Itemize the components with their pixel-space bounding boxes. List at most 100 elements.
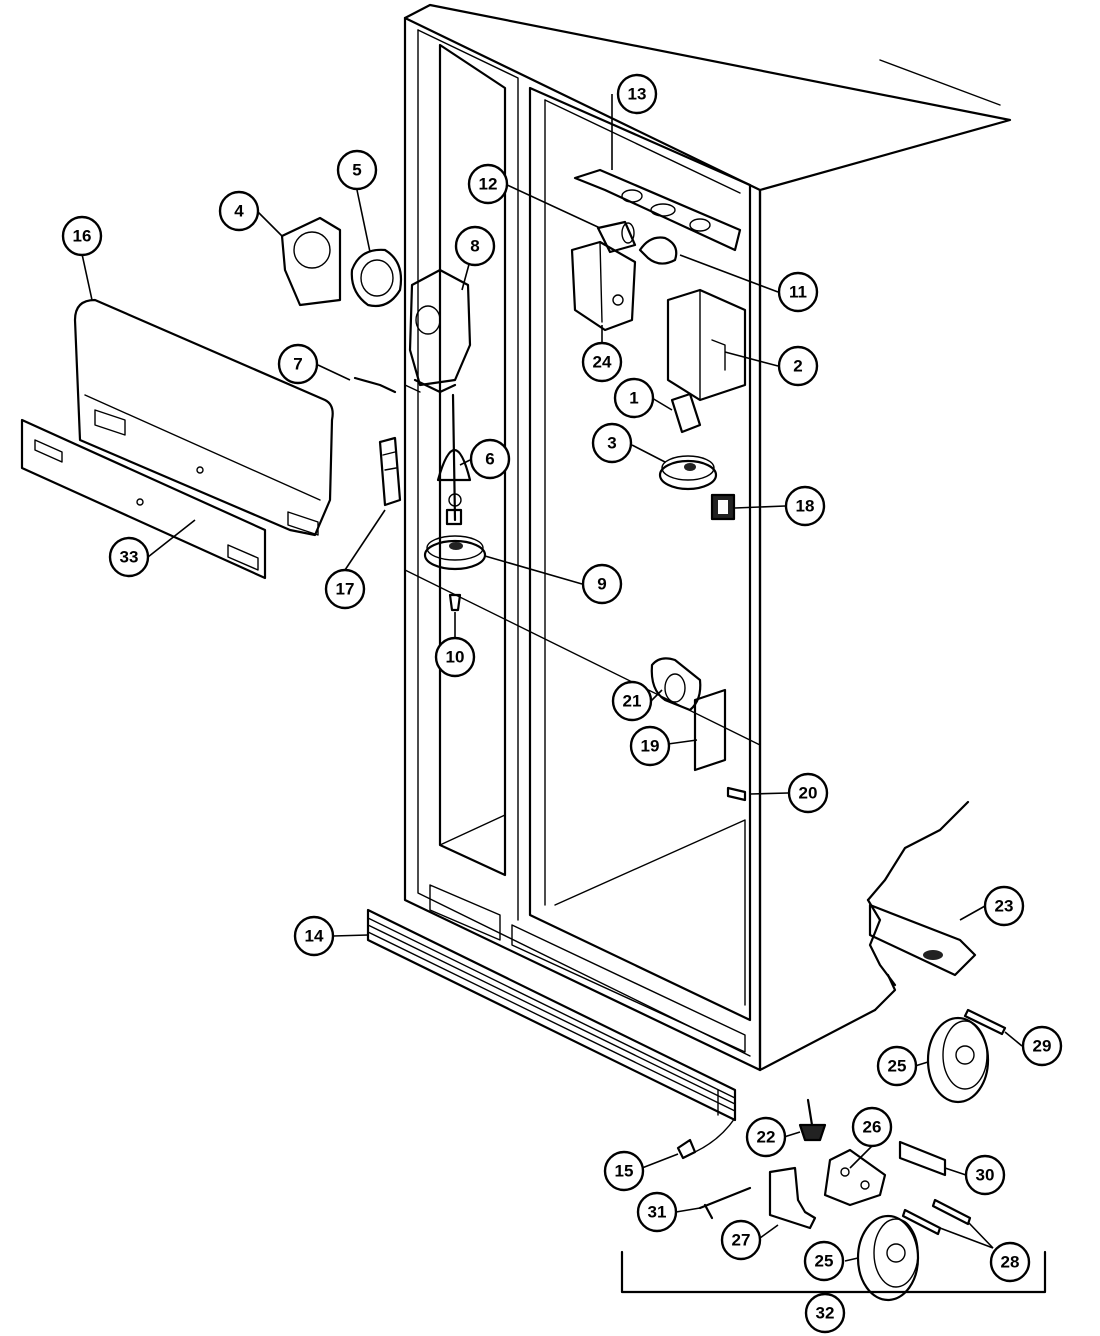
- callout-25-lower: 25: [803, 1240, 845, 1282]
- svg-text:23: 23: [995, 897, 1014, 916]
- svg-text:2: 2: [793, 357, 802, 376]
- svg-text:25: 25: [888, 1057, 907, 1076]
- front-bracket-part: [768, 1166, 817, 1230]
- svg-text:11: 11: [789, 283, 807, 302]
- insert-plate-part: [20, 418, 267, 580]
- callout-2: 2: [777, 345, 819, 387]
- callout-21: 21: [611, 680, 653, 722]
- svg-text:25: 25: [815, 1252, 834, 1271]
- svg-text:19: 19: [641, 737, 660, 756]
- callout-9: 9: [581, 563, 623, 605]
- callout-5: 5: [336, 149, 378, 191]
- callout-27: 27: [720, 1219, 762, 1261]
- svg-text:28: 28: [1001, 1253, 1020, 1272]
- svg-text:24: 24: [593, 353, 612, 372]
- callout-10: 10: [434, 636, 476, 678]
- callout-12: 12: [467, 163, 509, 205]
- svg-text:9: 9: [597, 575, 606, 594]
- rear-bracket-part: [866, 800, 977, 987]
- svg-text:29: 29: [1033, 1037, 1052, 1056]
- water-valve-part: [650, 657, 702, 712]
- thermostat-part: [670, 392, 702, 434]
- auger-shaft-part: [436, 393, 472, 526]
- callout-24: 24: [581, 341, 623, 383]
- svg-text:26: 26: [863, 1118, 882, 1137]
- leveling-leg-part: [798, 1098, 827, 1142]
- switch-part: [710, 493, 736, 521]
- axle-pins-28-part: [901, 1198, 972, 1236]
- callout-7: 7: [277, 343, 319, 385]
- callout-30: 30: [964, 1154, 1006, 1196]
- valve-bracket-part: [693, 688, 727, 772]
- motor-housing-part: [408, 268, 472, 394]
- leader-lines: [81, 94, 1023, 1262]
- shim-part: [898, 1140, 947, 1177]
- svg-text:5: 5: [352, 161, 361, 180]
- svg-text:33: 33: [120, 548, 139, 567]
- damper-housing-part: [280, 216, 342, 307]
- svg-text:21: 21: [623, 692, 642, 711]
- roller-lower-part: [856, 1214, 920, 1302]
- svg-text:17: 17: [336, 580, 355, 599]
- svg-text:8: 8: [470, 237, 479, 256]
- svg-text:14: 14: [305, 927, 324, 946]
- lamp-socket-part: [596, 220, 637, 254]
- svg-text:27: 27: [732, 1231, 751, 1250]
- svg-text:4: 4: [234, 202, 244, 221]
- callout-29: 29: [1021, 1025, 1063, 1067]
- control-cover-part: [666, 288, 747, 402]
- callout-1: 1: [613, 377, 655, 419]
- svg-text:22: 22: [757, 1128, 776, 1147]
- control-knob-part: [658, 455, 718, 491]
- svg-text:20: 20: [799, 784, 818, 803]
- svg-text:1: 1: [629, 389, 638, 408]
- callout-6: 6: [469, 438, 511, 480]
- svg-text:15: 15: [615, 1162, 634, 1181]
- callout-19: 19: [629, 725, 671, 767]
- grille-clip-part: [676, 1117, 736, 1160]
- roller-upper-part: [926, 1016, 990, 1104]
- axle-pin-29-part: [963, 1008, 1007, 1036]
- svg-text:7: 7: [293, 355, 302, 374]
- svg-text:31: 31: [648, 1203, 667, 1222]
- control-bracket-part: [573, 168, 742, 252]
- bolt-part: [698, 1186, 752, 1220]
- front-panel-part: [73, 298, 334, 537]
- screw-part: [448, 593, 462, 612]
- callout-14: 14: [293, 915, 335, 957]
- callout-17: 17: [324, 568, 366, 610]
- callout-23: 23: [983, 885, 1025, 927]
- callout-32: 32: [804, 1292, 846, 1334]
- hinge-bracket-part: [378, 436, 402, 507]
- svg-text:32: 32: [816, 1304, 835, 1323]
- callouts: 1 2 3 4 5 6 7 8 9 10 11 12 13 14 15 16 1…: [61, 73, 1063, 1334]
- cabinet: [403, 3, 1012, 1072]
- svg-text:12: 12: [479, 175, 498, 194]
- svg-text:16: 16: [73, 227, 92, 246]
- callout-8: 8: [454, 225, 496, 267]
- disc-part: [423, 535, 487, 571]
- callout-11: 11: [777, 271, 819, 313]
- roller-bracket-part: [823, 1148, 887, 1207]
- toe-grille-part: [366, 908, 737, 1122]
- callout-20: 20: [787, 772, 829, 814]
- callout-13: 13: [616, 73, 658, 115]
- callout-22: 22: [745, 1116, 787, 1158]
- callout-4: 4: [218, 190, 260, 232]
- callout-31: 31: [636, 1191, 678, 1233]
- callout-26: 26: [851, 1106, 893, 1148]
- callout-16: 16: [61, 215, 103, 257]
- svg-text:30: 30: [976, 1166, 995, 1185]
- svg-text:13: 13: [628, 85, 647, 104]
- light-bulb-part: [638, 236, 678, 265]
- callout-33: 33: [108, 536, 150, 578]
- callout-28: 28: [989, 1241, 1031, 1283]
- clip-part: [353, 376, 397, 394]
- callout-18: 18: [784, 485, 826, 527]
- svg-text:3: 3: [607, 434, 616, 453]
- callout-3: 3: [591, 422, 633, 464]
- callout-25-upper: 25: [876, 1045, 918, 1087]
- svg-text:18: 18: [796, 497, 815, 516]
- fan-shroud-part: [350, 248, 403, 308]
